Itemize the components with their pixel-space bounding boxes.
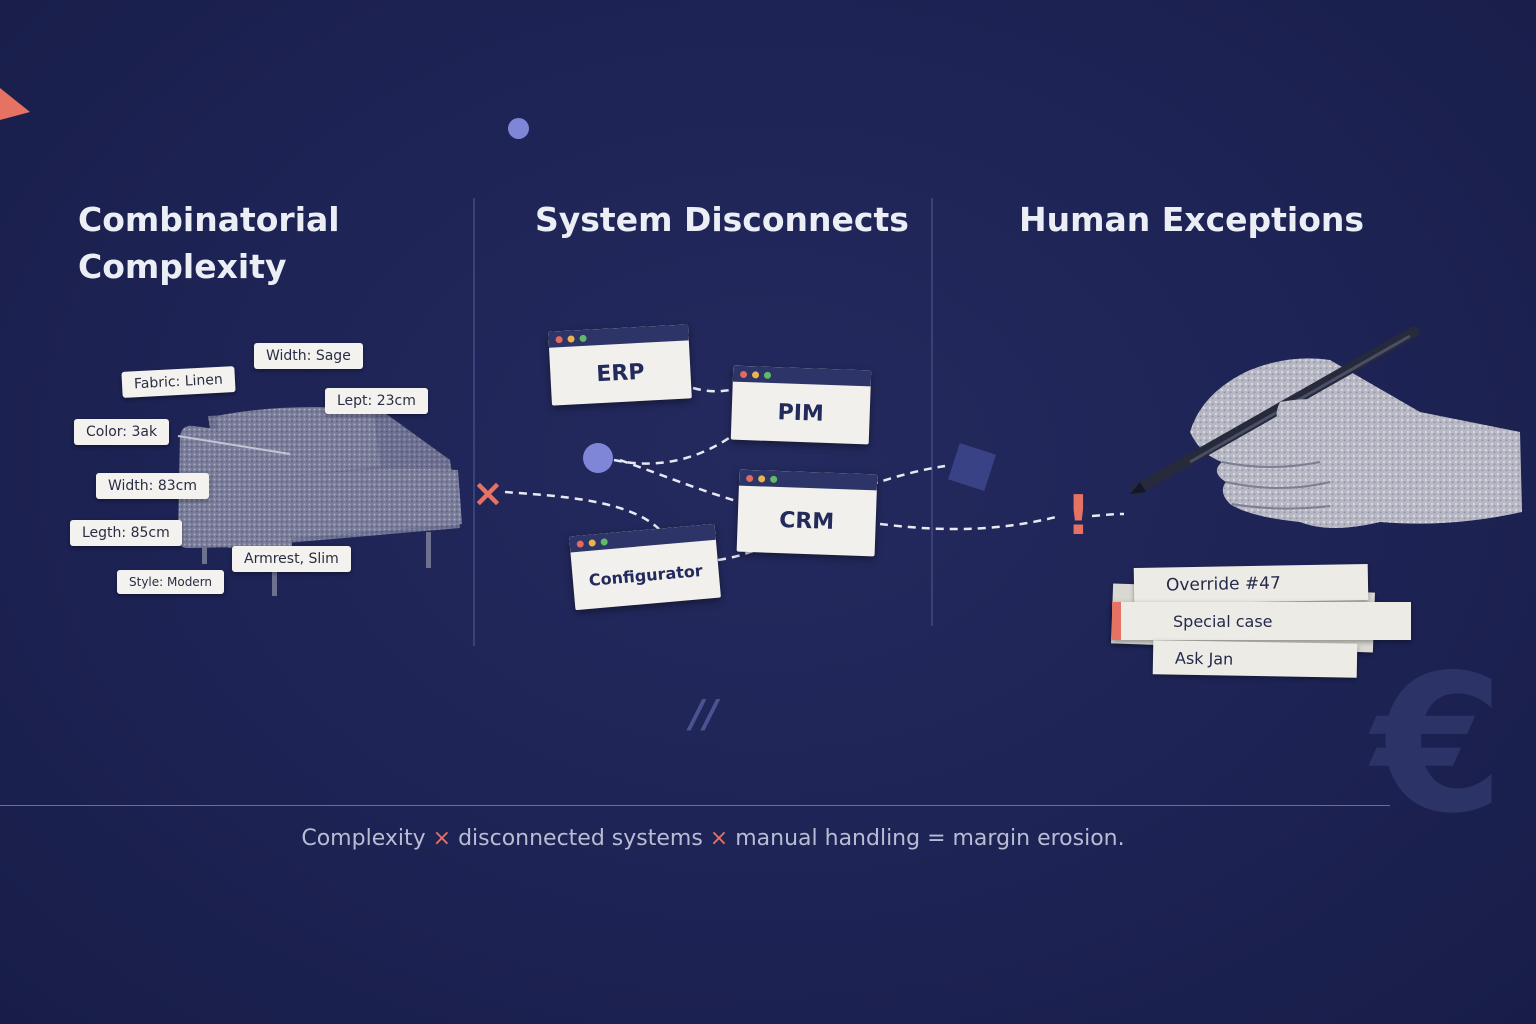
sofa-icon (177, 407, 462, 596)
system-window-pim: PIM (730, 365, 872, 445)
exclamation-icon: ! (1066, 484, 1091, 547)
system-window-erp: ERP (548, 324, 692, 406)
heading-combinatorial-complexity: Combinatorial Complexity (78, 196, 340, 290)
slash-decor: // (690, 692, 718, 736)
tagline-disconnected-systems: disconnected systems (458, 826, 703, 851)
note-ask-jan: Ask Jan (1152, 640, 1358, 678)
system-window-configurator: Configurator (569, 523, 721, 611)
attribute-tag-length: Legth: 85cm (70, 520, 182, 546)
heading-system-disconnects: System Disconnects (535, 200, 909, 239)
tagline: Complexity × disconnected systems × manu… (0, 826, 1426, 851)
attribute-tag-lept: Lept: 23cm (325, 388, 428, 414)
floating-dot-decor (508, 118, 529, 139)
system-label-erp: ERP (595, 359, 646, 387)
tagline-times-2: × (709, 826, 729, 851)
euro-icon: € (1372, 634, 1505, 855)
heading-human-exceptions: Human Exceptions (1019, 200, 1365, 239)
corner-triangle-decor (0, 88, 30, 120)
hand-with-pen-icon (1130, 326, 1522, 528)
tagline-times-1: × (432, 826, 452, 851)
tagline-complexity: Complexity (301, 826, 426, 851)
attribute-tag-color: Color: 3ak (74, 419, 170, 445)
column-divider-2 (931, 198, 933, 626)
heading-line-1: Combinatorial (78, 200, 340, 239)
system-window-crm: CRM (736, 469, 878, 557)
tagline-manual-handling: manual handling = margin erosion. (735, 826, 1125, 851)
system-label-crm: CRM (778, 507, 835, 535)
attribute-tag-width-sage: Width: Sage (254, 343, 363, 369)
attribute-tag-width-83: Width: 83cm (96, 473, 209, 499)
column-divider-1 (473, 198, 475, 646)
attribute-tag-armrest: Armrest, Slim (232, 546, 351, 572)
system-label-pim: PIM (777, 399, 825, 427)
hub-dot (583, 443, 613, 473)
x-mark-icon: × (472, 471, 504, 515)
attribute-tag-style: Style: Modern (117, 570, 225, 594)
heading-line-2: Complexity (78, 247, 287, 286)
note-override: Override #47 (1133, 563, 1369, 605)
note-special-case: Special case (1112, 602, 1411, 640)
footer-rule (0, 805, 1390, 806)
